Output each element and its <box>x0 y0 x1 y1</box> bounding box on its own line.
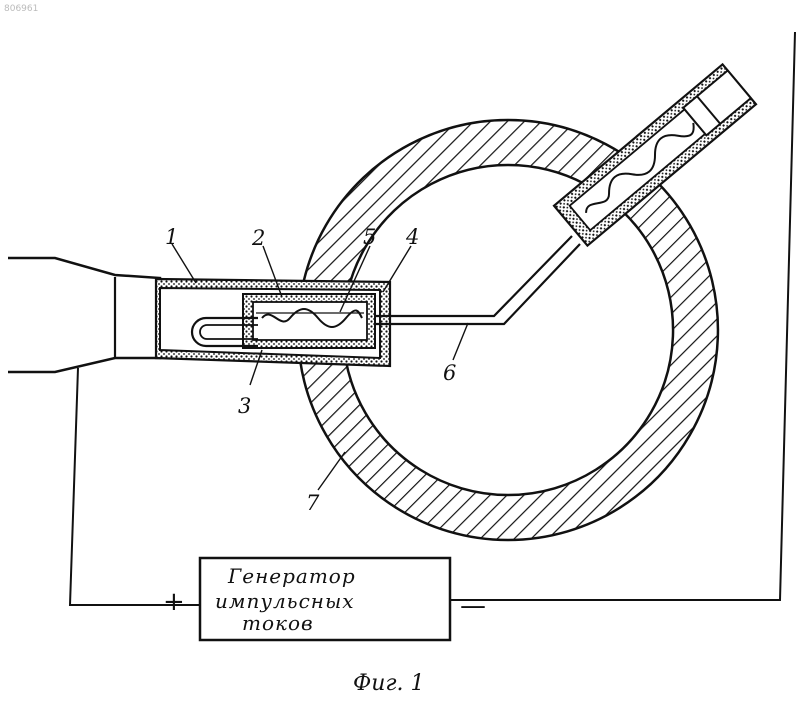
label-5: 5 <box>363 225 376 249</box>
nozzle-handle <box>8 258 160 372</box>
leader-1 <box>172 244 196 283</box>
label-1: 1 <box>165 225 178 249</box>
plus-sign: + <box>163 587 185 617</box>
leader-6 <box>453 323 468 360</box>
minus-sign: — <box>460 591 486 621</box>
label-3: 3 <box>238 394 251 418</box>
connecting-rod <box>375 236 572 316</box>
label-6: 6 <box>443 361 456 385</box>
wire-plus <box>70 368 200 605</box>
generator-line1: Генератор <box>227 564 356 588</box>
capsule-inner <box>253 302 367 340</box>
generator-line3: токов <box>242 611 314 635</box>
corner-code: 806961 <box>4 4 38 14</box>
figure-caption: Фиг. 1 <box>353 671 425 696</box>
label-7: 7 <box>306 491 320 515</box>
label-2: 2 <box>251 226 265 250</box>
connecting-rod-2 <box>375 244 580 324</box>
leader-7 <box>318 452 345 490</box>
generator-line2: импульсных <box>215 589 355 613</box>
leader-4 <box>383 246 411 292</box>
label-4: 4 <box>405 225 419 249</box>
